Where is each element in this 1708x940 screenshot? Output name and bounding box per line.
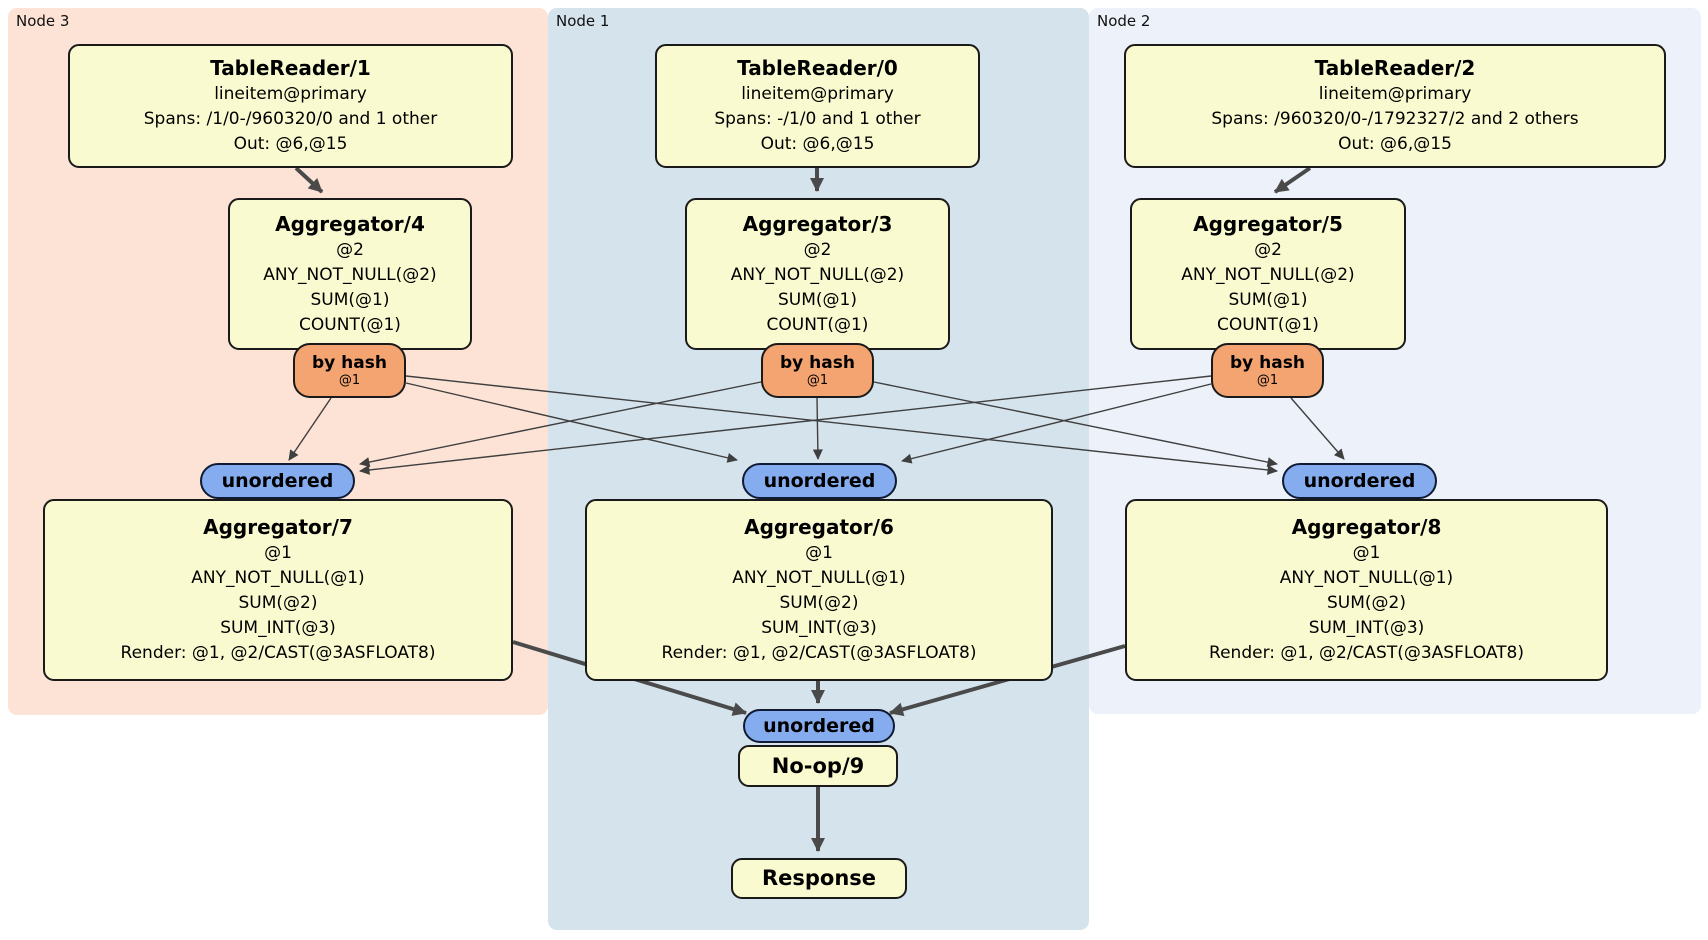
- processor-title: Response: [761, 866, 877, 890]
- processor-line: SUM(@2): [779, 593, 859, 613]
- stream-label: unordered: [1303, 470, 1416, 492]
- processor-line: ANY_NOT_NULL(@1): [191, 568, 365, 588]
- processor-title: TableReader/0: [737, 56, 898, 80]
- processor-line: @2: [803, 239, 832, 260]
- stream-unordered-left: unordered: [200, 463, 355, 499]
- processor-tablereader-1: TableReader/1 lineitem@primary Spans: /1…: [68, 44, 513, 168]
- processor-line: ANY_NOT_NULL(@1): [1279, 568, 1454, 588]
- processor-aggregator-3: Aggregator/3 @2 ANY_NOT_NULL(@2) SUM(@1)…: [685, 198, 950, 350]
- processor-line: @1: [1352, 543, 1381, 563]
- processor-line: SUM(@2): [238, 593, 318, 613]
- processor-title: No-op/9: [771, 753, 865, 778]
- processor-aggregator-6: Aggregator/6 @1 ANY_NOT_NULL(@1) SUM(@2)…: [585, 499, 1053, 681]
- router-by-hash-4: by hash @1: [293, 343, 406, 398]
- processor-line: SUM(@1): [310, 289, 390, 310]
- router-detail: @1: [1256, 372, 1279, 388]
- edge-tr2-agg5: [1273, 166, 1312, 194]
- edge-router5-stream6: [901, 383, 1212, 464]
- edge-router3-stream8: [873, 381, 1278, 468]
- processor-title: Aggregator/6: [744, 515, 894, 539]
- processor-line: lineitem@primary: [1318, 84, 1472, 104]
- region-label-node1: Node 1: [556, 12, 610, 30]
- processor-line: Out: @6,@15: [233, 134, 348, 154]
- router-label: by hash: [1230, 352, 1305, 373]
- processor-line: Spans: /960320/0-/1792327/2 and 2 others: [1211, 109, 1579, 129]
- processor-title: Aggregator/4: [275, 211, 425, 236]
- processor-response: Response: [731, 858, 907, 899]
- processor-line: @1: [805, 543, 833, 563]
- router-by-hash-3: by hash @1: [761, 343, 874, 398]
- edge-router4-stream8: [405, 375, 1278, 475]
- processor-aggregator-4: Aggregator/4 @2 ANY_NOT_NULL(@2) SUM(@1)…: [228, 198, 472, 350]
- processor-line: SUM(@2): [1327, 593, 1406, 613]
- processor-line: COUNT(@1): [766, 314, 869, 335]
- processor-line: ANY_NOT_NULL(@2): [730, 264, 905, 285]
- processor-title: Aggregator/8: [1291, 515, 1442, 539]
- processor-line: lineitem@primary: [741, 84, 894, 104]
- stream-unordered-middle: unordered: [742, 463, 897, 499]
- router-by-hash-5: by hash @1: [1211, 343, 1324, 398]
- edge-router5-stream8: [1290, 397, 1345, 460]
- processor-line: SUM(@1): [778, 289, 857, 310]
- processor-line: Spans: /1/0-/960320/0 and 1 other: [143, 109, 438, 129]
- processor-line: COUNT(@1): [299, 314, 401, 335]
- processor-title: Aggregator/5: [1193, 211, 1343, 236]
- stream-label: unordered: [763, 470, 876, 492]
- edge-router5-stream7: [359, 375, 1212, 475]
- processor-aggregator-5: Aggregator/5 @2 ANY_NOT_NULL(@2) SUM(@1)…: [1130, 198, 1406, 350]
- edge-router3-stream7: [359, 381, 762, 467]
- processor-title: TableReader/1: [210, 56, 371, 80]
- processor-title: Aggregator/3: [742, 211, 893, 236]
- edge-router4-stream6: [405, 382, 738, 463]
- processor-line: SUM_INT(@3): [1308, 618, 1425, 638]
- stream-label: unordered: [221, 470, 334, 492]
- processor-title: Aggregator/7: [203, 515, 353, 539]
- processor-line: lineitem@primary: [214, 84, 367, 104]
- processor-line: @1: [264, 543, 292, 563]
- processor-aggregator-8: Aggregator/8 @1 ANY_NOT_NULL(@1) SUM(@2)…: [1125, 499, 1608, 681]
- stream-label: unordered: [763, 715, 875, 737]
- processor-line: COUNT(@1): [1217, 314, 1319, 335]
- processor-line: Spans: -/1/0 and 1 other: [714, 109, 921, 129]
- processor-tablereader-0: TableReader/0 lineitem@primary Spans: -/…: [655, 44, 980, 168]
- processor-line: SUM(@1): [1228, 289, 1308, 310]
- processor-line: Out: @6,@15: [760, 134, 875, 154]
- router-detail: @1: [338, 372, 361, 388]
- processor-line: Render: @1, @2/CAST(@3ASFLOAT8): [120, 643, 436, 663]
- processor-line: ANY_NOT_NULL(@1): [732, 568, 906, 588]
- processor-tablereader-2: TableReader/2 lineitem@primary Spans: /9…: [1124, 44, 1666, 168]
- edge-router3-stream6: [812, 397, 823, 460]
- processor-aggregator-7: Aggregator/7 @1 ANY_NOT_NULL(@1) SUM(@2)…: [43, 499, 513, 681]
- processor-line: SUM_INT(@3): [761, 618, 877, 638]
- processor-line: SUM_INT(@3): [220, 618, 336, 638]
- edge-tr1-agg4: [294, 166, 324, 194]
- processor-line: Render: @1, @2/CAST(@3ASFLOAT8): [661, 643, 977, 663]
- processor-line: Render: @1, @2/CAST(@3ASFLOAT8): [1209, 643, 1524, 663]
- processor-title: TableReader/2: [1314, 56, 1476, 80]
- processor-noop-9: No-op/9: [738, 745, 898, 787]
- edge-router4-stream7: [288, 397, 332, 461]
- processor-line: ANY_NOT_NULL(@2): [263, 264, 437, 285]
- router-label: by hash: [312, 352, 387, 373]
- region-label-node2: Node 2: [1097, 12, 1151, 30]
- region-label-node3: Node 3: [16, 12, 70, 30]
- processor-line: @2: [1254, 239, 1282, 260]
- processor-line: Out: @6,@15: [1338, 134, 1452, 154]
- router-detail: @1: [806, 372, 829, 388]
- processor-line: @2: [336, 239, 364, 260]
- router-label: by hash: [780, 352, 855, 373]
- stream-unordered-bottom: unordered: [743, 709, 895, 743]
- processor-line: ANY_NOT_NULL(@2): [1181, 264, 1355, 285]
- stream-unordered-right: unordered: [1282, 463, 1437, 499]
